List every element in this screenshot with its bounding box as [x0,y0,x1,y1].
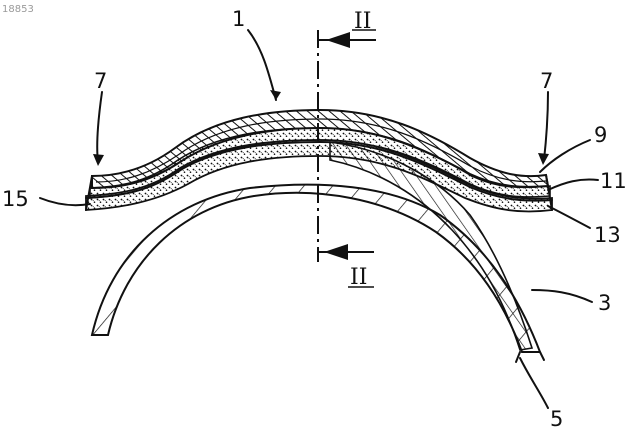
leader-7-left [97,92,102,162]
reference-number: 18853 [2,4,34,15]
leader-7-left-arrowhead [93,154,104,166]
leader-13 [548,206,590,228]
label-11: 11 [600,169,627,193]
leader-7-right [544,92,548,160]
leader-5 [520,358,548,408]
label-15: 15 [2,187,29,211]
label-3: 3 [598,291,611,315]
section-arrow-top [318,32,376,48]
label-9: 9 [594,123,607,147]
label-1: 1 [232,7,245,31]
leader-1 [248,30,276,100]
leader-15 [40,198,90,205]
cornea-wall [92,185,540,352]
section-arrow-bottom [318,244,374,260]
leader-1-arrowhead [270,90,281,100]
label-7-left: 7 [94,69,107,93]
leader-11 [548,179,598,190]
label-7-right: 7 [540,69,553,93]
leader-7-right-arrowhead [538,153,549,165]
label-5: 5 [550,407,563,431]
leader-3 [532,290,592,302]
label-13: 13 [594,223,621,247]
